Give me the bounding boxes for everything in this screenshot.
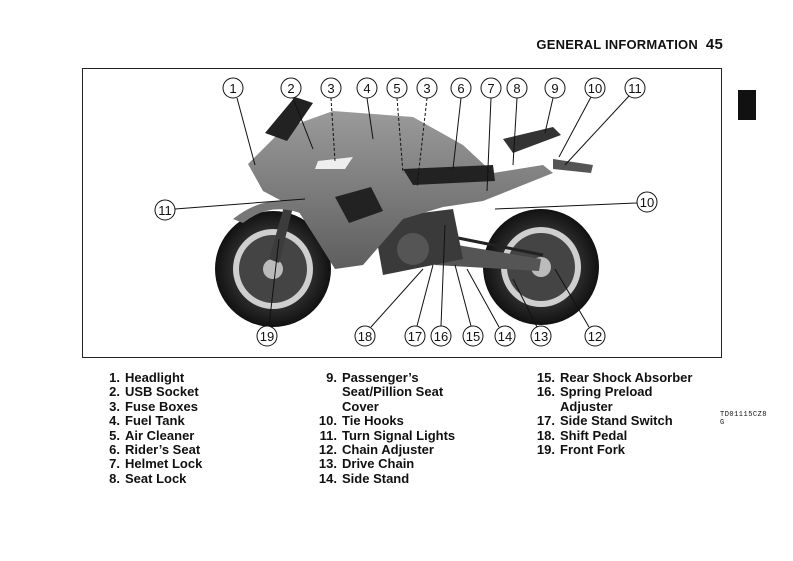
svg-text:15: 15	[466, 329, 480, 344]
legend-item: 8.Seat Lock	[109, 470, 187, 486]
motorcycle-figure: 1 2 3 4 5 3 6 7 8 9 10 11 11 10 19 18 17…	[82, 68, 767, 427]
callout-1: 1	[222, 77, 256, 166]
svg-text:9: 9	[551, 81, 558, 96]
section-tab-marker	[738, 90, 756, 120]
svg-text:3: 3	[327, 81, 334, 96]
legend-column-3: 15.Rear Shock Absorber 16.Spring Preload…	[531, 370, 693, 458]
svg-text:5: 5	[393, 81, 400, 96]
svg-text:3: 3	[423, 81, 430, 96]
page-header: GENERAL INFORMATION 45	[536, 36, 723, 53]
svg-text:8: 8	[513, 81, 520, 96]
legend-item: 4.Fuel Tank	[109, 413, 185, 429]
legend-item: 5.Air Cleaner	[109, 427, 195, 443]
callout-16: 16	[430, 224, 452, 347]
svg-text:10: 10	[588, 81, 602, 96]
callout-15: 15	[454, 264, 484, 347]
legend-item: 16.Spring Preload	[536, 384, 653, 400]
svg-text:2: 2	[287, 81, 294, 96]
page-number: 45	[705, 36, 723, 53]
svg-text:14: 14	[498, 329, 512, 344]
legend-item: Seat/Pillion Seat	[342, 384, 444, 400]
svg-text:7: 7	[487, 81, 494, 96]
legend-item: 15.Rear Shock Absorber	[536, 370, 693, 385]
callout-7: 7	[480, 77, 502, 192]
callout-4: 4	[356, 77, 378, 140]
callout-8: 8	[506, 77, 528, 166]
callout-11a: 11	[564, 77, 646, 166]
legend-item: 2.USB Socket	[109, 384, 199, 400]
svg-text:16: 16	[434, 329, 448, 344]
svg-text:6: 6	[457, 81, 464, 96]
legend-item: Adjuster	[560, 398, 613, 414]
callout-9: 9	[544, 77, 566, 134]
callout-5: 5	[386, 77, 408, 174]
callout-2: 2	[280, 77, 314, 150]
legend-item: 14.Side Stand	[318, 470, 410, 486]
callout-10b: 10	[494, 191, 658, 213]
callout-14: 14	[466, 268, 516, 347]
legend-item: 9.Passenger’s	[326, 370, 419, 385]
svg-text:11: 11	[158, 203, 172, 218]
callout-18: 18	[354, 268, 424, 347]
svg-text:18: 18	[358, 329, 372, 344]
svg-text:4: 4	[363, 81, 370, 96]
callout-labels: 1 2 3 4 5 3 6 7 8 9 10 11 11 10 19 18 17…	[154, 77, 658, 347]
legend-item: 11.Turn Signal Lights	[319, 427, 456, 443]
legend-item: 10.Tie Hooks	[318, 413, 404, 429]
legend-column-2: 9.Passenger’s Seat/Pillion Seat Cover 10…	[313, 370, 456, 486]
callout-3b: 3	[416, 77, 438, 188]
legend-column-1: 1.Headlight 2.USB Socket 3.Fuse Boxes 4.…	[96, 370, 203, 486]
legend-item: 3.Fuse Boxes	[109, 398, 198, 414]
svg-text:11: 11	[628, 81, 642, 96]
svg-text:10: 10	[640, 195, 654, 210]
legend-item: 19.Front Fork	[536, 442, 625, 458]
front-wheel	[215, 211, 331, 327]
legend-item: 12.Chain Adjuster	[318, 442, 434, 458]
legend-item: 18.Shift Pedal	[536, 427, 628, 443]
svg-text:1: 1	[229, 81, 236, 96]
callout-3a: 3	[320, 77, 342, 162]
figure-code: TD01115CZ8 G	[720, 411, 768, 427]
legend-item: 17.Side Stand Switch	[536, 413, 673, 429]
legend-item: 6.Rider’s Seat	[109, 442, 201, 458]
rear-wheel	[483, 209, 599, 325]
svg-text:12: 12	[588, 329, 602, 344]
legend-item: 1.Headlight	[109, 370, 185, 385]
callout-17: 17	[404, 264, 434, 347]
legend-item: Cover	[342, 398, 379, 414]
legend-item: 7.Helmet Lock	[109, 456, 203, 472]
svg-text:19: 19	[260, 329, 274, 344]
svg-text:17: 17	[408, 329, 422, 344]
section-title: GENERAL INFORMATION	[536, 37, 698, 52]
callout-13: 13	[512, 278, 552, 347]
callout-19: 19	[256, 238, 280, 347]
legend-item: 13.Drive Chain	[318, 456, 415, 472]
motorcycle-illustration: 1 2 3 4 5 3 6 7 8 9 10 11 11 10 19 18 17…	[154, 77, 658, 347]
callout-6: 6	[450, 77, 472, 170]
svg-text:13: 13	[534, 329, 548, 344]
callout-11b: 11	[154, 198, 306, 221]
callout-12: 12	[554, 268, 606, 347]
callout-10a: 10	[558, 77, 606, 158]
